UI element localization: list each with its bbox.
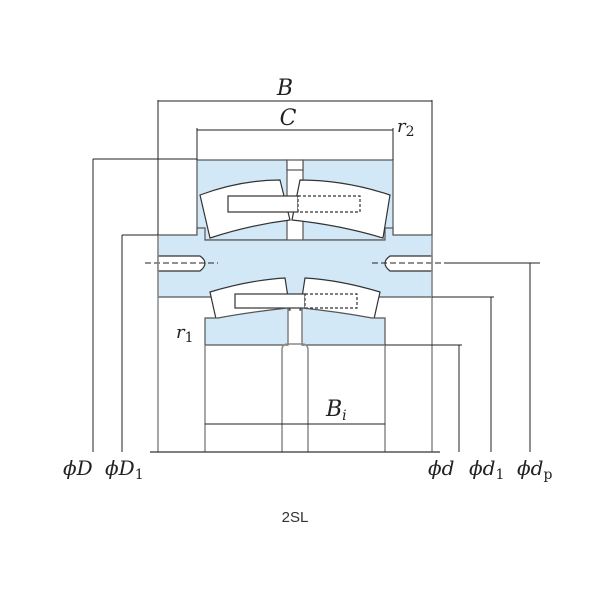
label-phid: ϕd <box>428 456 454 480</box>
caption: 2SL <box>282 509 309 526</box>
label-r2: r2 <box>397 116 415 140</box>
label-phiD1: ϕD1 <box>105 456 144 483</box>
dimension-lines <box>92 100 540 452</box>
label-phid1: ϕd1 <box>469 456 504 483</box>
middle-ring <box>145 227 445 298</box>
bore-lines <box>157 235 433 452</box>
label-phiD: ϕD <box>63 456 93 480</box>
label-B: B <box>276 76 293 101</box>
label-Bi: Bi <box>325 397 347 424</box>
label-phidp: ϕdp <box>517 456 552 483</box>
label-C: C <box>280 106 297 131</box>
label-r1: r1 <box>176 322 194 346</box>
upper-rollers <box>199 179 391 239</box>
